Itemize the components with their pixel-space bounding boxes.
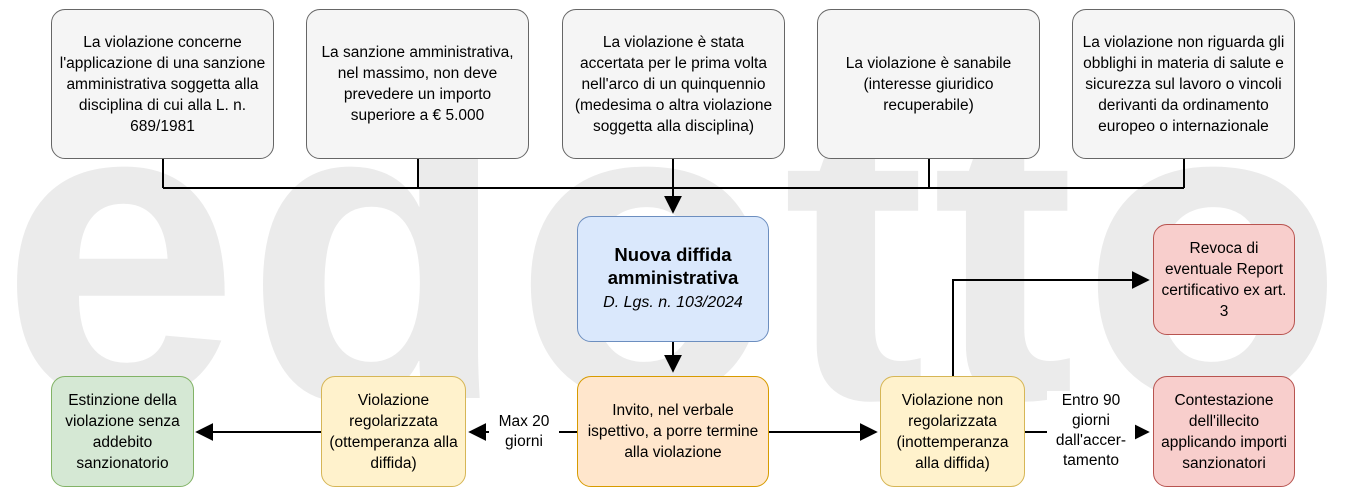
non-regolarizzata-text: Violazione non regolarizzata (inottemper… bbox=[896, 391, 1009, 472]
condition-text-5: La violazione non riguarda gli obblighi … bbox=[1082, 33, 1285, 135]
regolarizzata-text: Violazione regolarizzata (ottemperanza a… bbox=[329, 391, 458, 472]
estinzione-text: Estinzione della violazione senza addebi… bbox=[65, 391, 180, 472]
condition-box-5: La violazione non riguarda gli obblighi … bbox=[1072, 9, 1295, 159]
main-subtitle: D. Lgs. n. 103/2024 bbox=[603, 294, 743, 311]
condition-box-2: La sanzione amministrativa, nel massimo,… bbox=[306, 9, 529, 159]
main-box: Nuova diffida amministrativa D. Lgs. n. … bbox=[577, 216, 769, 342]
condition-text-4: La violazione è sanabile (interesse giur… bbox=[845, 54, 1012, 114]
main-title: Nuova diffida amministrativa bbox=[607, 244, 739, 288]
invito-text: Invito, nel verbale ispettivo, a porre t… bbox=[587, 402, 759, 461]
arrow-to-revoca bbox=[952, 271, 1150, 376]
condition-box-3: La violazione è stata accertata per le p… bbox=[562, 9, 785, 159]
regolarizzata-box: Violazione regolarizzata (ottemperanza a… bbox=[321, 376, 466, 487]
revoca-text: Revoca di eventuale Report certificativo… bbox=[1161, 239, 1287, 320]
condition-box-1: La violazione concerne l'applicazione di… bbox=[51, 9, 274, 159]
revoca-box: Revoca di eventuale Report certificativo… bbox=[1153, 224, 1295, 335]
non-regolarizzata-box: Violazione non regolarizzata (inottemper… bbox=[880, 376, 1025, 487]
condition-text-3: La violazione è stata accertata per le p… bbox=[574, 33, 773, 135]
condition-box-4: La violazione è sanabile (interesse giur… bbox=[817, 9, 1040, 159]
estinzione-box: Estinzione della violazione senza addebi… bbox=[51, 376, 194, 487]
contestazione-box: Contestazione dell'illecito applicando i… bbox=[1153, 376, 1295, 487]
invito-box: Invito, nel verbale ispettivo, a porre t… bbox=[577, 376, 769, 487]
condition-text-2: La sanzione amministrativa, nel massimo,… bbox=[321, 44, 514, 124]
label-entro-90-giorni: Entro 90 giorni dall'accer-tamento bbox=[1047, 391, 1135, 471]
contestazione-text: Contestazione dell'illecito applicando i… bbox=[1161, 391, 1287, 472]
condition-text-1: La violazione concerne l'applicazione di… bbox=[59, 33, 266, 135]
label-max-20-giorni: Max 20 giorni bbox=[489, 412, 559, 452]
